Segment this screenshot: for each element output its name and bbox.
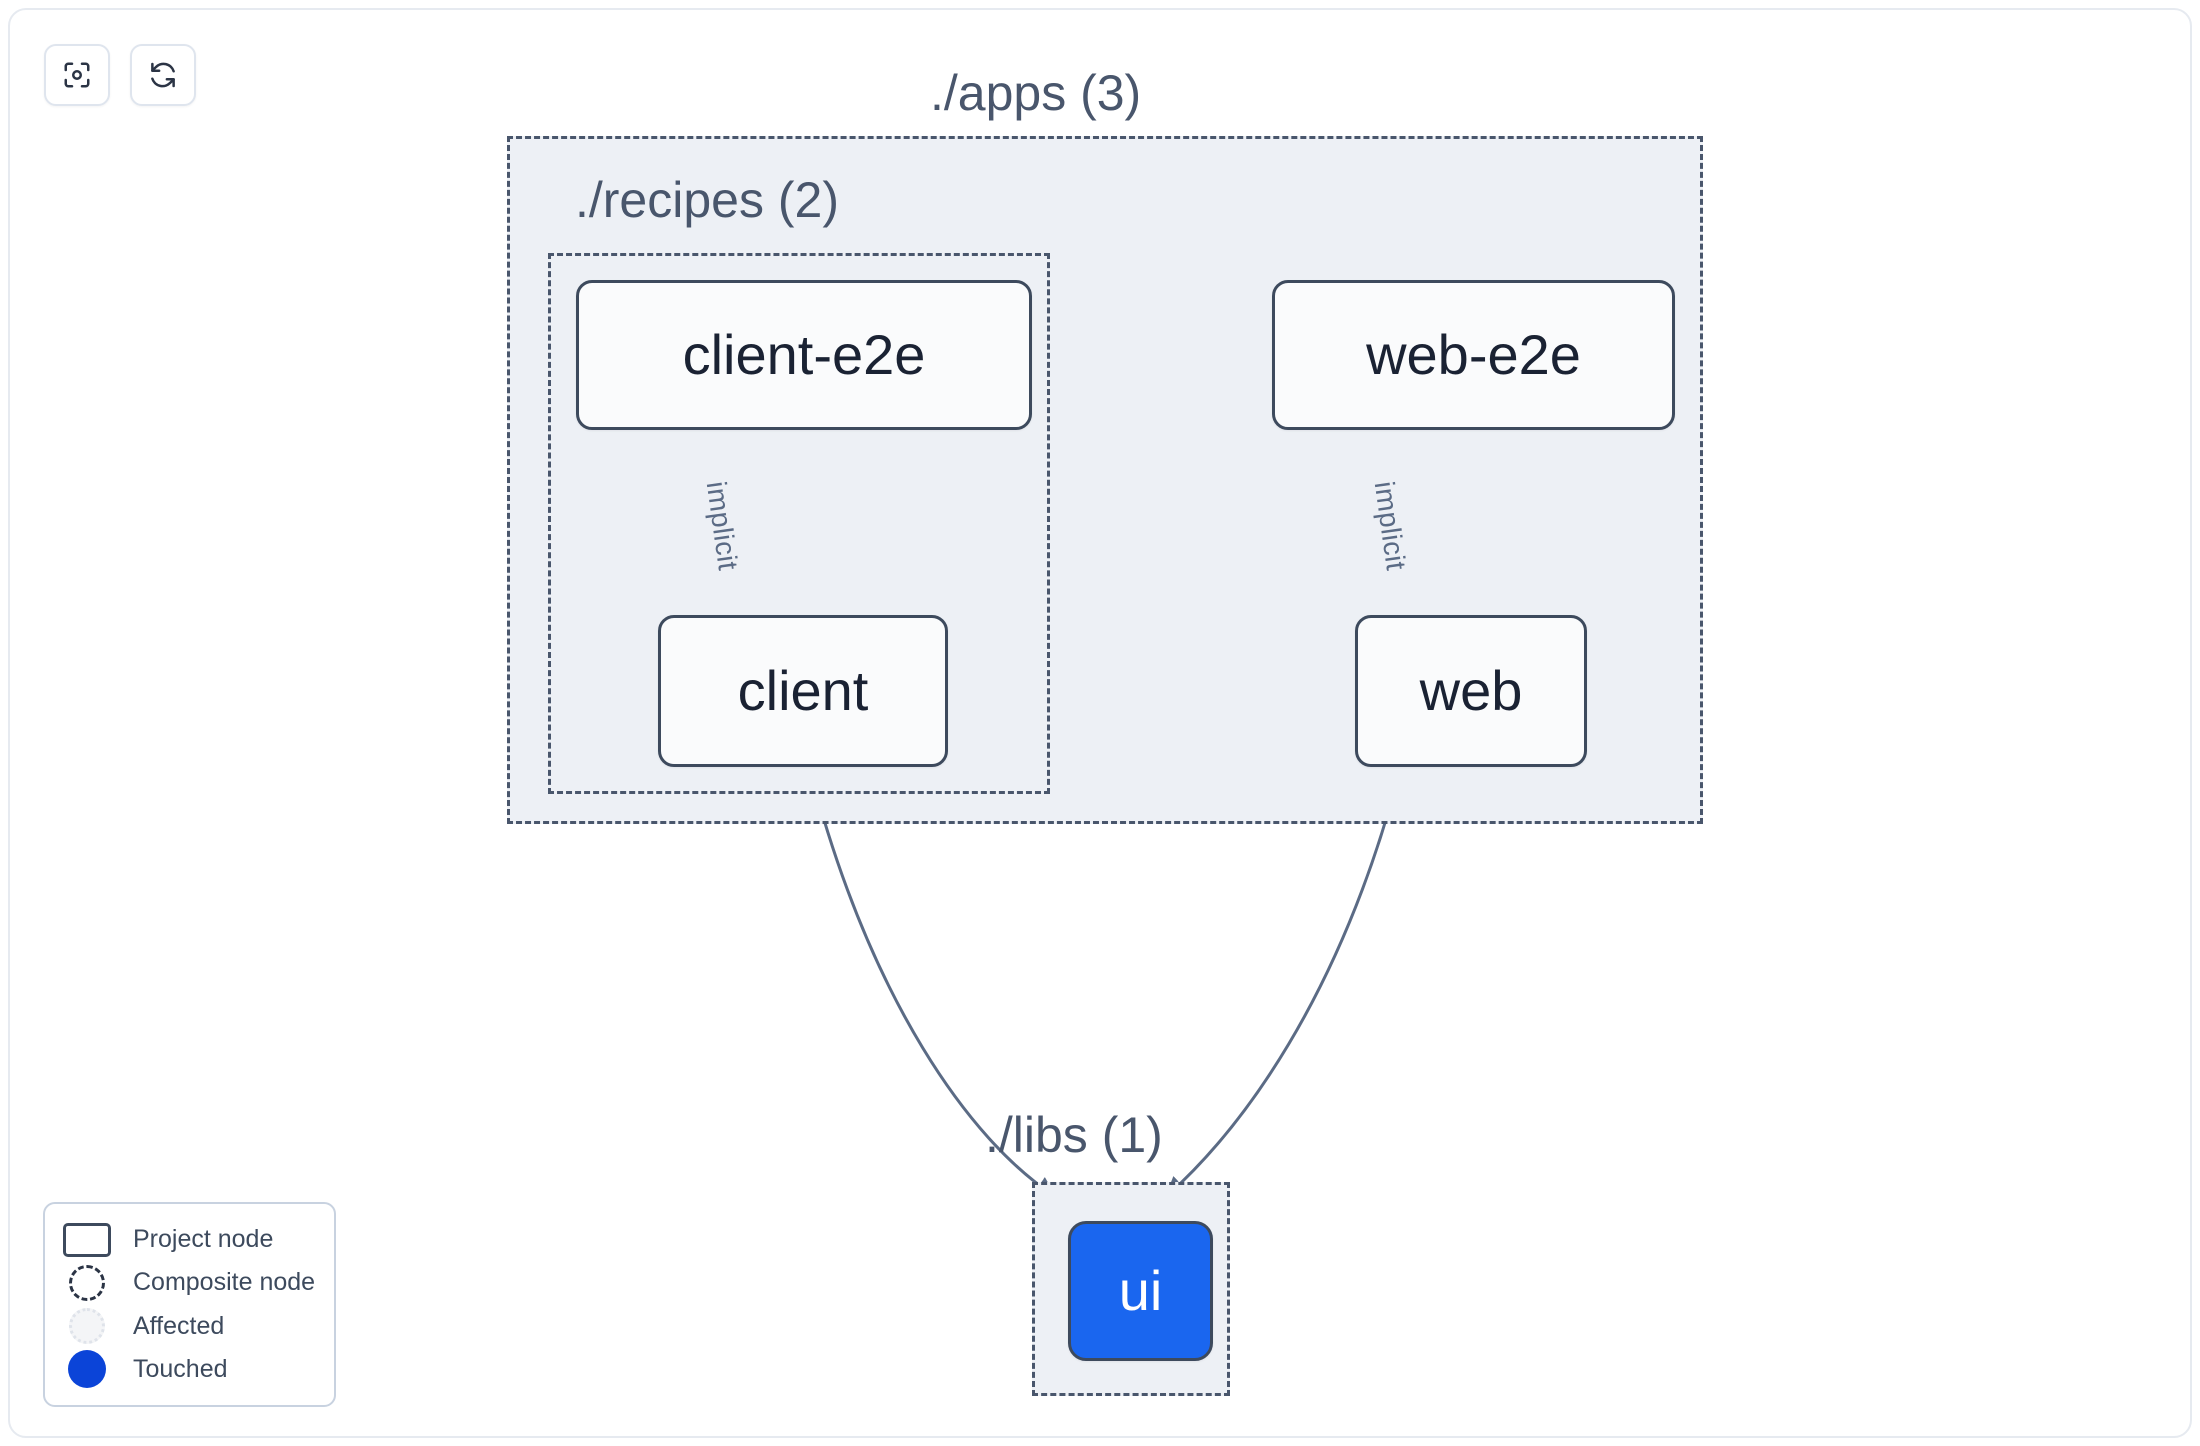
node-client-e2e[interactable]: client-e2e [576, 280, 1032, 430]
edge-client-to-ui [808, 769, 1057, 1198]
refresh-graph-button[interactable] [130, 44, 196, 106]
node-ui[interactable]: ui [1068, 1221, 1213, 1361]
group-label-libs: ./libs (1) [985, 1107, 1163, 1163]
affected-swatch [63, 1308, 111, 1345]
legend-item-project-node: Project node [63, 1218, 316, 1261]
focus-target-icon [62, 60, 92, 90]
refresh-sync-icon [148, 60, 178, 90]
graph-legend: Project node Composite node Affected Tou… [43, 1202, 336, 1407]
edge-web-to-ui [1164, 769, 1402, 1198]
node-web[interactable]: web [1355, 615, 1587, 767]
group-label-apps: ./apps (3) [930, 65, 1142, 121]
graph-toolbar [44, 44, 196, 106]
composite-node-swatch [63, 1264, 111, 1301]
node-client[interactable]: client [658, 615, 948, 767]
legend-item-affected: Affected [63, 1305, 316, 1348]
graph-canvas[interactable]: ./apps (3) ./recipes (2) ./libs (1) clie… [8, 8, 2192, 1438]
legend-label: Affected [133, 1311, 225, 1340]
project-node-swatch [63, 1222, 111, 1257]
legend-label: Project node [133, 1225, 274, 1254]
node-web-e2e[interactable]: web-e2e [1272, 280, 1675, 430]
focus-graph-button[interactable] [44, 44, 110, 106]
touched-swatch [63, 1350, 111, 1389]
legend-item-touched: Touched [63, 1348, 316, 1391]
legend-label: Touched [133, 1354, 228, 1383]
legend-label: Composite node [133, 1268, 316, 1297]
group-label-recipes: ./recipes (2) [575, 172, 839, 228]
legend-item-composite-node: Composite node [63, 1261, 316, 1304]
